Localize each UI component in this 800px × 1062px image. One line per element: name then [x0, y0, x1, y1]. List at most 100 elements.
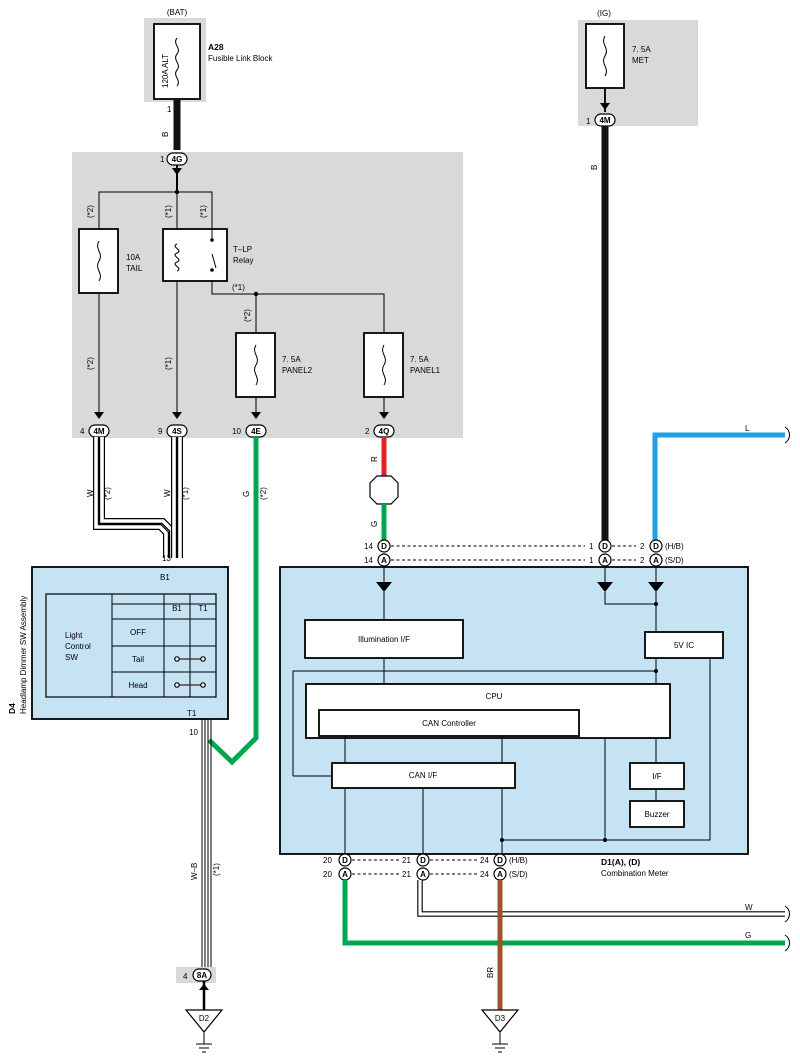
connector-label: A [420, 870, 426, 879]
variant-label: (H/B) [509, 856, 528, 865]
pin: 20 [323, 856, 332, 865]
connector-shell [416, 853, 430, 867]
g-wire-color: G [370, 521, 379, 527]
pin: 1 [589, 556, 594, 565]
g-wire-out-color: G [745, 931, 751, 940]
table-row-tail: Tail [132, 655, 144, 664]
w-wire-out-core [418, 880, 785, 916]
jb-bus [98, 191, 213, 228]
splice-connector-icon [369, 475, 399, 505]
connector-label: A [342, 870, 348, 879]
connector-shell [598, 553, 612, 567]
g-wire-out [342, 880, 785, 946]
meter-top-connector-row: 14 D 1 D 2 D (H/B) [364, 539, 684, 553]
relay-switch-icon [211, 253, 217, 269]
buzzer-block [629, 800, 685, 828]
connector-label: 4S [172, 427, 182, 436]
note-1: (*1) [212, 863, 221, 876]
jb-top-pin: 1 [160, 155, 165, 164]
connector-shell [598, 539, 612, 553]
l-wire-color: L [745, 424, 750, 433]
pin: 2 [640, 542, 645, 551]
jb-connector-4m: 4 4M [80, 412, 110, 438]
pin: 14 [364, 542, 373, 551]
5v-ic-block [644, 631, 724, 659]
connector-label: D [381, 542, 387, 551]
connector-label: A [602, 556, 608, 565]
connector-8a-label: 8A [197, 971, 207, 980]
can-if-block [331, 762, 516, 789]
ig-source-label: (IG) [597, 9, 611, 18]
diode-icon [376, 582, 392, 592]
connector-label: D [420, 856, 426, 865]
connector-label: A [381, 556, 387, 565]
connector-label: A [497, 870, 503, 879]
table-col-b1: B1 [172, 604, 182, 613]
connector-label: 4M [93, 427, 104, 436]
if-label: I/F [652, 772, 661, 781]
relay-out-bus [211, 281, 385, 332]
table-label-line: Light [65, 631, 83, 640]
connector-shell [493, 853, 507, 867]
arrow-down-icon [379, 412, 389, 419]
connector-4m-ig-label: 4M [599, 116, 610, 125]
note-1: (*1) [199, 205, 208, 218]
meter-name: Combination Meter [601, 869, 669, 878]
pin: 24 [480, 856, 489, 865]
diode-icon [597, 582, 613, 592]
ground-icon [492, 1032, 508, 1053]
pin: 2 [640, 556, 645, 565]
junction-dot [500, 838, 504, 842]
connector-label: D [602, 542, 608, 551]
connector-label: A [653, 556, 659, 565]
meter-top-connector-row: 14 A 1 A 2 A (S/D) [364, 553, 684, 567]
pin: 21 [402, 870, 411, 879]
arrow-down-icon [172, 412, 182, 419]
w-wire-bundle [93, 437, 183, 558]
wire-break-icon [784, 426, 790, 444]
g-wire-color: G [242, 491, 251, 497]
jb-pin: 10 [232, 427, 241, 436]
tail-fuse-name: TAIL [126, 264, 143, 273]
relay-contact-dot [210, 238, 214, 242]
table-label: Light Control SW [65, 631, 93, 662]
junction-dot [603, 838, 607, 842]
bat-pin: 1 [167, 105, 172, 114]
relay-name: T–LP [233, 245, 252, 254]
d2-pin: 4 [183, 972, 188, 981]
jb-pin: 4 [80, 427, 85, 436]
arrow-down-icon [172, 168, 182, 175]
panel1-name: PANEL1 [410, 366, 441, 375]
w-wire-color: W [163, 489, 172, 497]
w-wire-color: W [86, 489, 95, 497]
connector-label: 4Q [379, 427, 390, 436]
pin: 14 [364, 556, 373, 565]
table-row-off: OFF [130, 628, 146, 637]
variant-label: (S/D) [665, 556, 684, 565]
switch-terminal-t1: T1 [187, 709, 197, 718]
arrow-down-icon [251, 412, 261, 419]
meter-bottom-connector-row: 20 A 21 A 24 A (S/D) [323, 867, 528, 881]
w-wire-out-color: W [745, 903, 753, 912]
wire-break-icon [784, 934, 790, 952]
diode-join [604, 592, 656, 605]
arrow-down-icon [600, 103, 610, 110]
connector-shell [377, 539, 391, 553]
table-col-t1: T1 [198, 604, 208, 613]
connector-4g-label: 4G [172, 155, 183, 164]
buzzer-label: Buzzer [645, 810, 670, 819]
relay-coil-icon [174, 243, 180, 272]
met-pin: 1 [586, 117, 591, 126]
panel2-rating: 7. 5A [282, 355, 301, 364]
switch-id: D4 [7, 703, 17, 714]
connector-shell [649, 539, 663, 553]
ground-d2-label: D2 [199, 1014, 210, 1023]
switch-terminal-b1: B1 [160, 573, 170, 582]
connector-shell [649, 553, 663, 567]
bat-source-label: (BAT) [167, 8, 188, 17]
arrow-down-icon [94, 412, 104, 419]
ground-icon [196, 1032, 212, 1053]
diode-icon [648, 582, 664, 592]
met-fuse-rating: 7. 5A [632, 45, 651, 54]
